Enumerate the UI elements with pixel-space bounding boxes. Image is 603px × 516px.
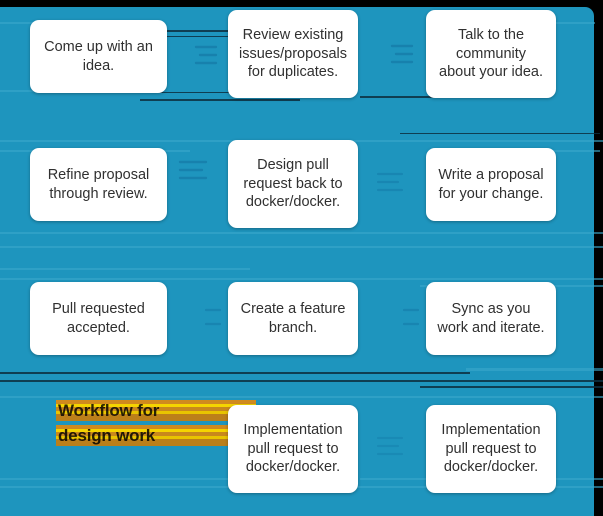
arrow-left-icon [374, 432, 408, 460]
arrow-right-icon [200, 303, 234, 331]
flow-box-label: Implementation pull request to docker/do… [441, 421, 541, 476]
artifact-line [420, 386, 603, 388]
flow-box-create-feature-branch[interactable]: Create a feature branch. [228, 282, 358, 355]
flow-box-label: Refine proposal through review. [47, 166, 150, 202]
arrow-right-icon [194, 42, 228, 70]
flow-box-implementation-pull-request-1[interactable]: Implementation pull request to docker/do… [228, 405, 358, 493]
annotation-line-2: design work [56, 423, 256, 448]
flow-box-label: Pull requested accepted. [52, 300, 145, 336]
flow-box-label: Write a proposal for your change. [438, 166, 544, 202]
flow-box-label: Review existing issues/proposals for dup… [239, 26, 347, 81]
flow-box-label: Sync as you work and iterate. [437, 300, 545, 336]
artifact-line [140, 30, 255, 32]
artifact-line [0, 246, 603, 248]
flow-box-label: Talk to the community about your idea. [439, 26, 543, 81]
artifact-line [0, 232, 603, 234]
artifact-line [140, 99, 300, 101]
artifact-line [466, 368, 603, 371]
flow-box-implementation-pull-request-2[interactable]: Implementation pull request to docker/do… [426, 405, 556, 493]
flow-box-label: Create a feature branch. [240, 300, 346, 336]
flow-box-label: Implementation pull request to docker/do… [243, 421, 343, 476]
artifact-line [0, 268, 250, 270]
artifact-line [140, 36, 255, 37]
arrow-right-icon [398, 303, 432, 331]
flow-box-review-existing-issues[interactable]: Review existing issues/proposals for dup… [228, 10, 358, 98]
artifact-line [0, 380, 603, 382]
flow-box-sync-as-you-work[interactable]: Sync as you work and iterate. [426, 282, 556, 355]
artifact-line [0, 278, 603, 280]
arrow-left-icon [176, 157, 210, 185]
artifact-line [140, 92, 255, 93]
flow-box-refine-proposal[interactable]: Refine proposal through review. [30, 148, 167, 221]
artifact-line [0, 396, 603, 398]
artifact-line [400, 133, 600, 134]
flow-box-come-up-with-idea[interactable]: Come up with an idea. [30, 20, 167, 93]
flow-box-pull-requested-accepted[interactable]: Pull requested accepted. [30, 282, 167, 355]
flow-box-talk-to-community[interactable]: Talk to the community about your idea. [426, 10, 556, 98]
diagram-annotation-label: Workflow for design work [56, 398, 256, 448]
annotation-line-1: Workflow for [56, 398, 256, 423]
flow-box-write-a-proposal[interactable]: Write a proposal for your change. [426, 148, 556, 221]
flow-box-label: Come up with an idea. [44, 38, 153, 74]
artifact-line [0, 478, 230, 480]
arrow-left-icon [374, 168, 408, 196]
arrow-right-icon [390, 40, 424, 68]
flow-box-design-pull-request[interactable]: Design pull request back to docker/docke… [228, 140, 358, 228]
flow-box-label: Design pull request back to docker/docke… [243, 156, 343, 211]
artifact-line [0, 372, 470, 374]
